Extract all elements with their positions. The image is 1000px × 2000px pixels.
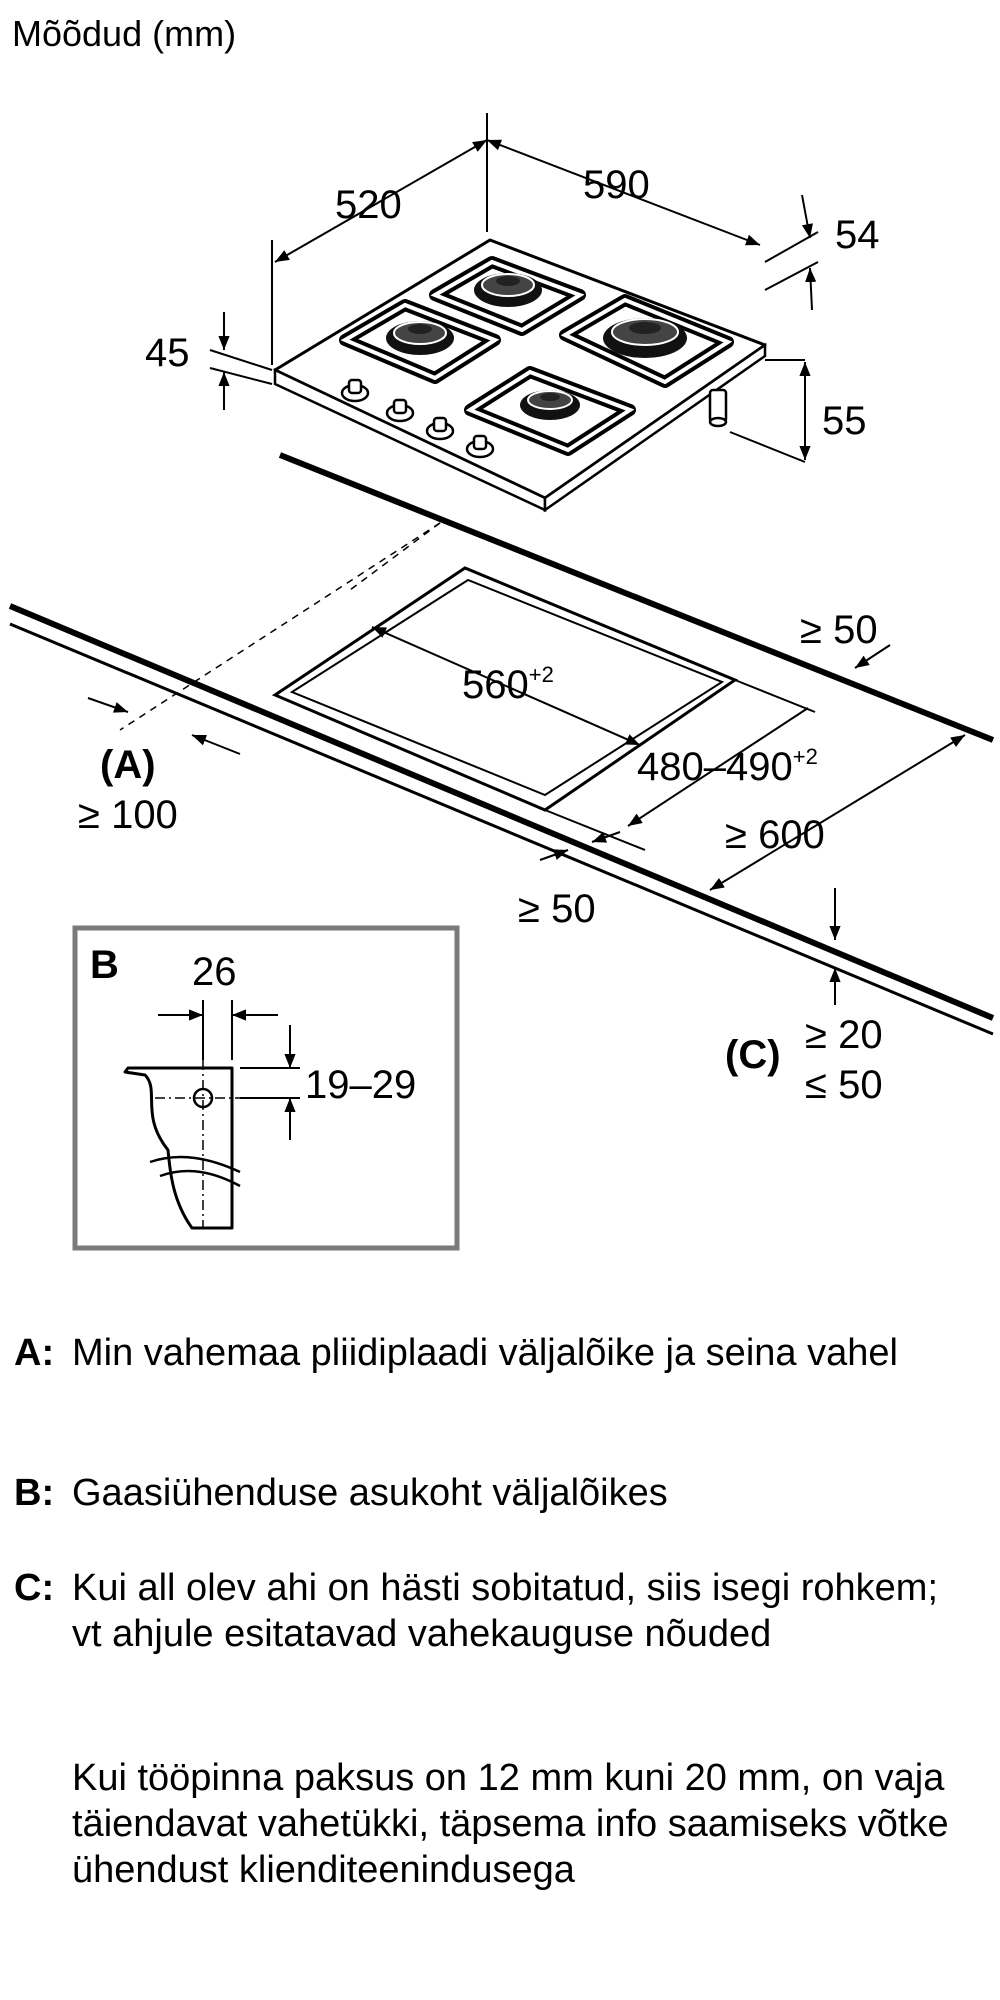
detail-label: B [90, 943, 119, 987]
control-knob [465, 434, 495, 459]
installation-diagram: 520 590 54 45 55 ≥ 50 560+2 480–490+2 ≥ … [8, 113, 995, 1251]
hob-dimensions [209, 113, 819, 463]
dim-panel-max: ≤ 50 [805, 1063, 883, 1107]
label-c: (C) [725, 1033, 781, 1077]
legend-key: A: [14, 1332, 55, 1374]
label-a: (A) [100, 743, 156, 787]
dim-top-offset: 54 [835, 213, 880, 257]
dim-cutout-width: 560+2 [462, 662, 554, 707]
dim-thickness: 45 [145, 331, 190, 375]
burner [386, 321, 454, 355]
gas-connector [708, 388, 728, 428]
dim-width: 590 [583, 163, 650, 207]
hob-right-edge [543, 342, 767, 513]
detail-height: 19–29 [305, 1063, 416, 1107]
cutout-dimensions [87, 626, 966, 1005]
dim-cutout-depth: 480–490+2 [637, 744, 818, 789]
worktop [8, 452, 995, 1036]
legend-key: B: [14, 1472, 55, 1514]
dim-back-clearance: ≥ 50 [800, 608, 878, 652]
burner [474, 273, 542, 307]
thickness-note: Kui tööpinna paksus on 12 mm kuni 20 mm,… [72, 1757, 949, 1891]
detail-width: 26 [192, 950, 237, 994]
legend-key: C: [14, 1567, 55, 1609]
dim-height: 55 [822, 399, 867, 443]
burner [520, 390, 580, 420]
control-knob [340, 378, 370, 403]
page-title: Mõõdud (mm) [12, 13, 237, 54]
pan-support [339, 256, 734, 456]
dim-side-clearance: ≥ 100 [78, 793, 178, 837]
detail-b-panel: B 26 19–29 [72, 925, 460, 1251]
dim-counter-depth: ≥ 600 [725, 813, 825, 857]
dim-panel-min: ≥ 20 [805, 1013, 883, 1057]
hob-illustration [273, 238, 767, 513]
dim-front-clearance: ≥ 50 [518, 887, 596, 931]
control-knob [425, 416, 455, 441]
legend-text: Kui all olev ahi on hästi sobitatud, sii… [72, 1567, 939, 1655]
legend-text: Gaasiühenduse asukoht väljalõikes [72, 1472, 668, 1514]
control-knob [385, 398, 415, 423]
legend-text: Min vahemaa pliidiplaadi väljalõike ja s… [72, 1332, 898, 1374]
dim-depth: 520 [335, 183, 402, 227]
burner [603, 318, 687, 358]
